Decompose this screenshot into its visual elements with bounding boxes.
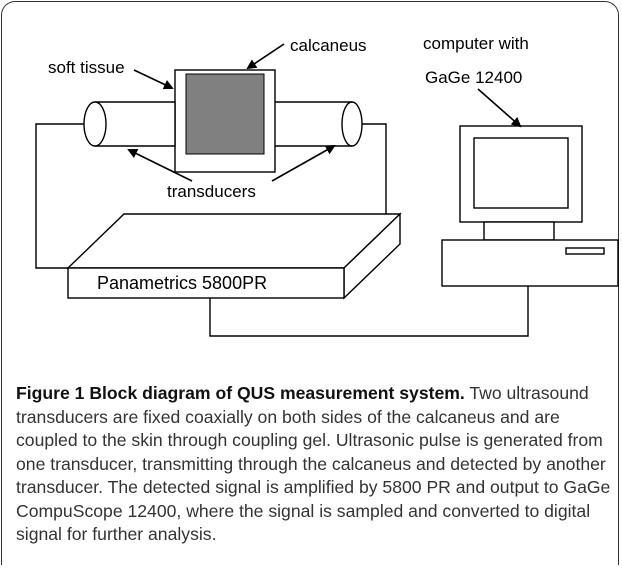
left-transducer [83,101,176,147]
monitor-screen [473,137,569,209]
computer-label-line1: computer with [423,34,529,53]
arrow-soft-tissue [133,69,174,90]
arrow-computer [477,88,522,128]
figure-description: Two ultrasound transducers are fixed coa… [16,383,611,544]
pointer-arrows [127,43,522,182]
pulser-box [66,212,402,300]
figure-title: Block diagram of QUS measurement system. [89,383,465,403]
pulser-label: Panametrics 5800PR [97,273,267,293]
disk-drive-slot [565,247,605,255]
figure-label: Figure 1 [16,383,85,403]
right-transducer [275,101,363,147]
wire-pulser-to-computer [209,286,529,337]
computer [441,125,619,287]
calcaneus-label: calcaneus [290,36,367,55]
arrow-left-transducer [127,149,193,182]
transducers-label: transducers [167,182,256,201]
wire-left-transducer [35,123,96,269]
arrow-right-transducer [271,145,336,182]
computer-base [441,239,619,287]
monitor-stand [483,221,555,241]
specimen-holder [174,69,276,173]
arrow-calcaneus [246,43,285,70]
soft-tissue-label: soft tissue [48,58,125,77]
computer-label-line2: GaGe 12400 [425,68,522,87]
calcaneus-block [185,73,265,155]
figure-caption: Figure 1 Block diagram of QUS measuremen… [16,382,612,547]
block-diagram: Panametrics 5800PR soft tissue calcaneus… [35,34,619,337]
